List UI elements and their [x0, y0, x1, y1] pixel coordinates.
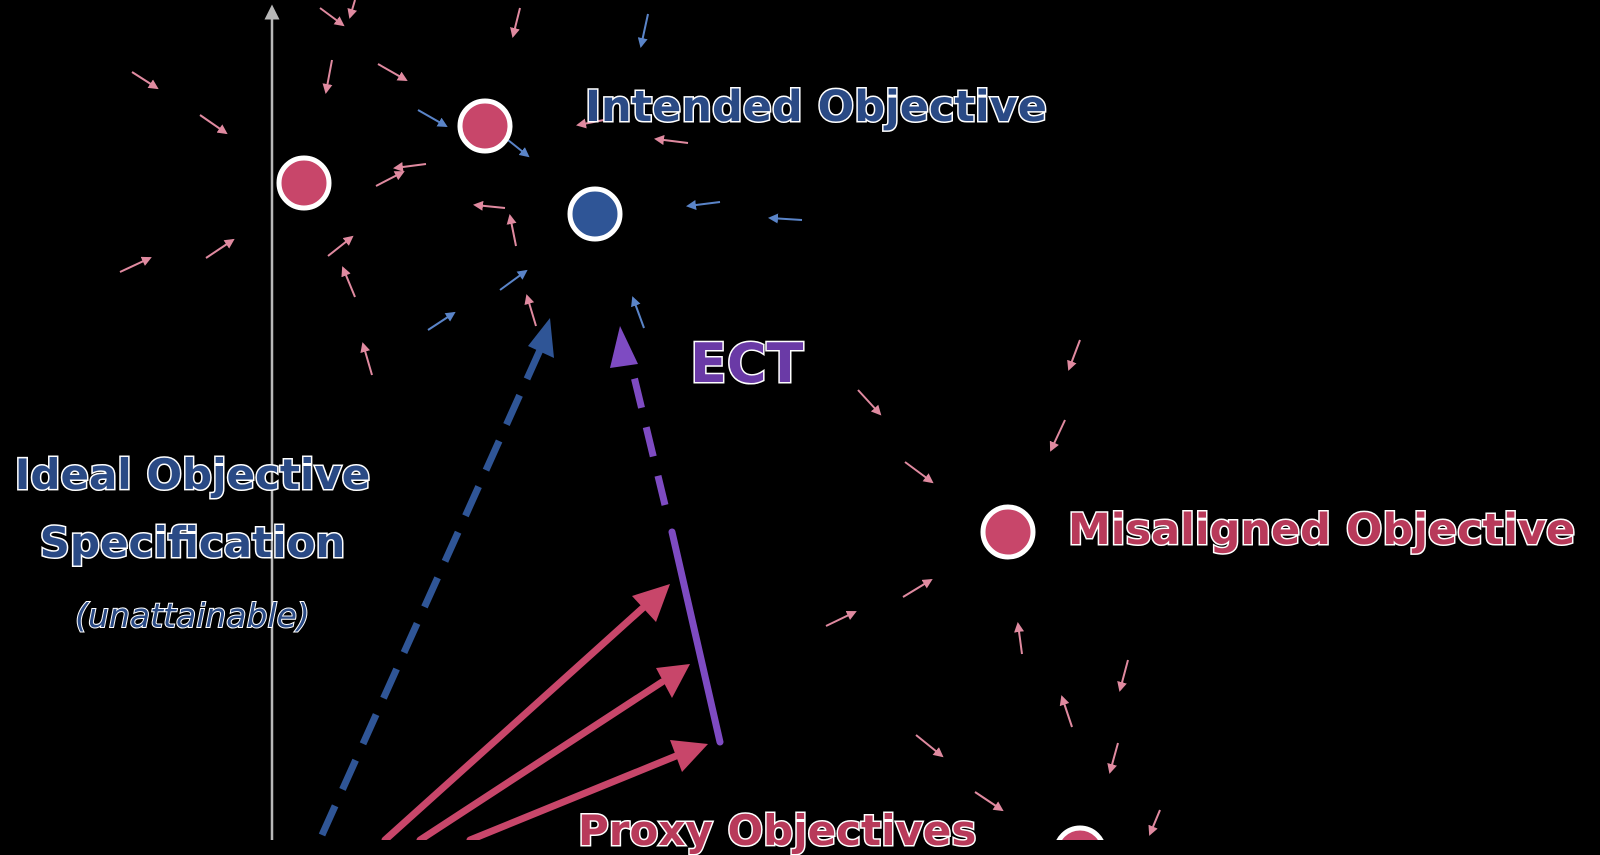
- partial-point: [1053, 825, 1107, 855]
- proxy-point-a: [276, 155, 332, 211]
- misaligned-objective-point: [980, 504, 1036, 560]
- intended-objective-point: [567, 186, 623, 242]
- ideal-spec-note: (unattainable): [74, 595, 311, 636]
- proxy-objectives-label: Proxy Objectives: [576, 805, 977, 855]
- intended-objective-label: Intended Objective: [584, 81, 1049, 134]
- proxy-arrowheads: [632, 584, 708, 772]
- ect-label: ECT: [688, 331, 804, 397]
- ideal-spec-arrow: [318, 318, 554, 837]
- proxy-arrows: [381, 602, 680, 844]
- proxy-point-b: [457, 98, 513, 154]
- ect-arrow: [610, 326, 724, 746]
- ideal-spec-line2: Specification: [38, 517, 347, 569]
- ideal-spec-line1: Ideal Objective: [13, 449, 371, 501]
- field-arrows-red: [119, 0, 1161, 836]
- misaligned-objective-label: Misaligned Objective: [1066, 504, 1576, 557]
- field-arrows-blue: [417, 13, 803, 331]
